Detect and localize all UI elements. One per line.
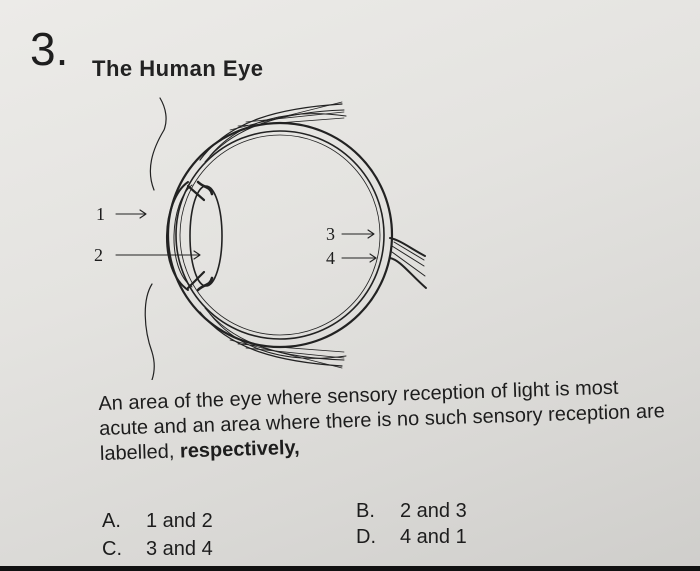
option-b-letter: B. [356,500,375,522]
cornea [166,181,189,291]
sclera-inner [175,130,385,340]
lens [189,185,223,287]
ciliary-bottom [196,276,214,292]
question-title: The Human Eye [92,56,264,81]
option-a[interactable]: A. 1 and 2 [102,510,213,533]
option-a-text: 1 and 2 [146,510,213,532]
option-b-text: 2 and 3 [400,500,467,522]
label-4: 4 [326,248,335,268]
eyelid-bottom [144,283,155,380]
option-c-letter: C. [102,538,122,560]
photo-edge [0,566,700,571]
ciliary-top [196,180,214,196]
pointer-4 [341,253,377,263]
option-a-letter: A. [102,510,121,532]
option-d-text: 4 and 1 [400,526,467,548]
pointer-1 [115,209,147,219]
muscle-bottom [199,311,343,367]
eyelid-top [149,97,167,191]
optic-nerve-bottom [389,257,427,289]
option-b[interactable]: B. 2 and 3 [356,500,467,523]
label-2: 2 [94,245,103,265]
label-3: 3 [326,224,335,244]
retina-line [179,134,381,336]
question-text: An area of the eye where sensory recepti… [98,374,670,467]
option-c-text: 3 and 4 [146,538,213,560]
muscle-top [199,103,343,161]
iris-bottom [186,270,206,290]
option-d[interactable]: D. 4 and 1 [356,526,467,549]
iris-top [186,184,206,202]
question-number: 3. [30,23,69,75]
eye-diagram: 1 2 3 4 [94,97,427,380]
question-text-emphasis: respectively, [179,436,300,463]
optic-nerve-top [389,237,426,257]
option-d-letter: D. [356,526,376,548]
pointer-3 [341,229,375,239]
label-1: 1 [96,204,105,224]
option-c[interactable]: C. 3 and 4 [102,538,213,561]
pointer-2 [115,250,201,260]
